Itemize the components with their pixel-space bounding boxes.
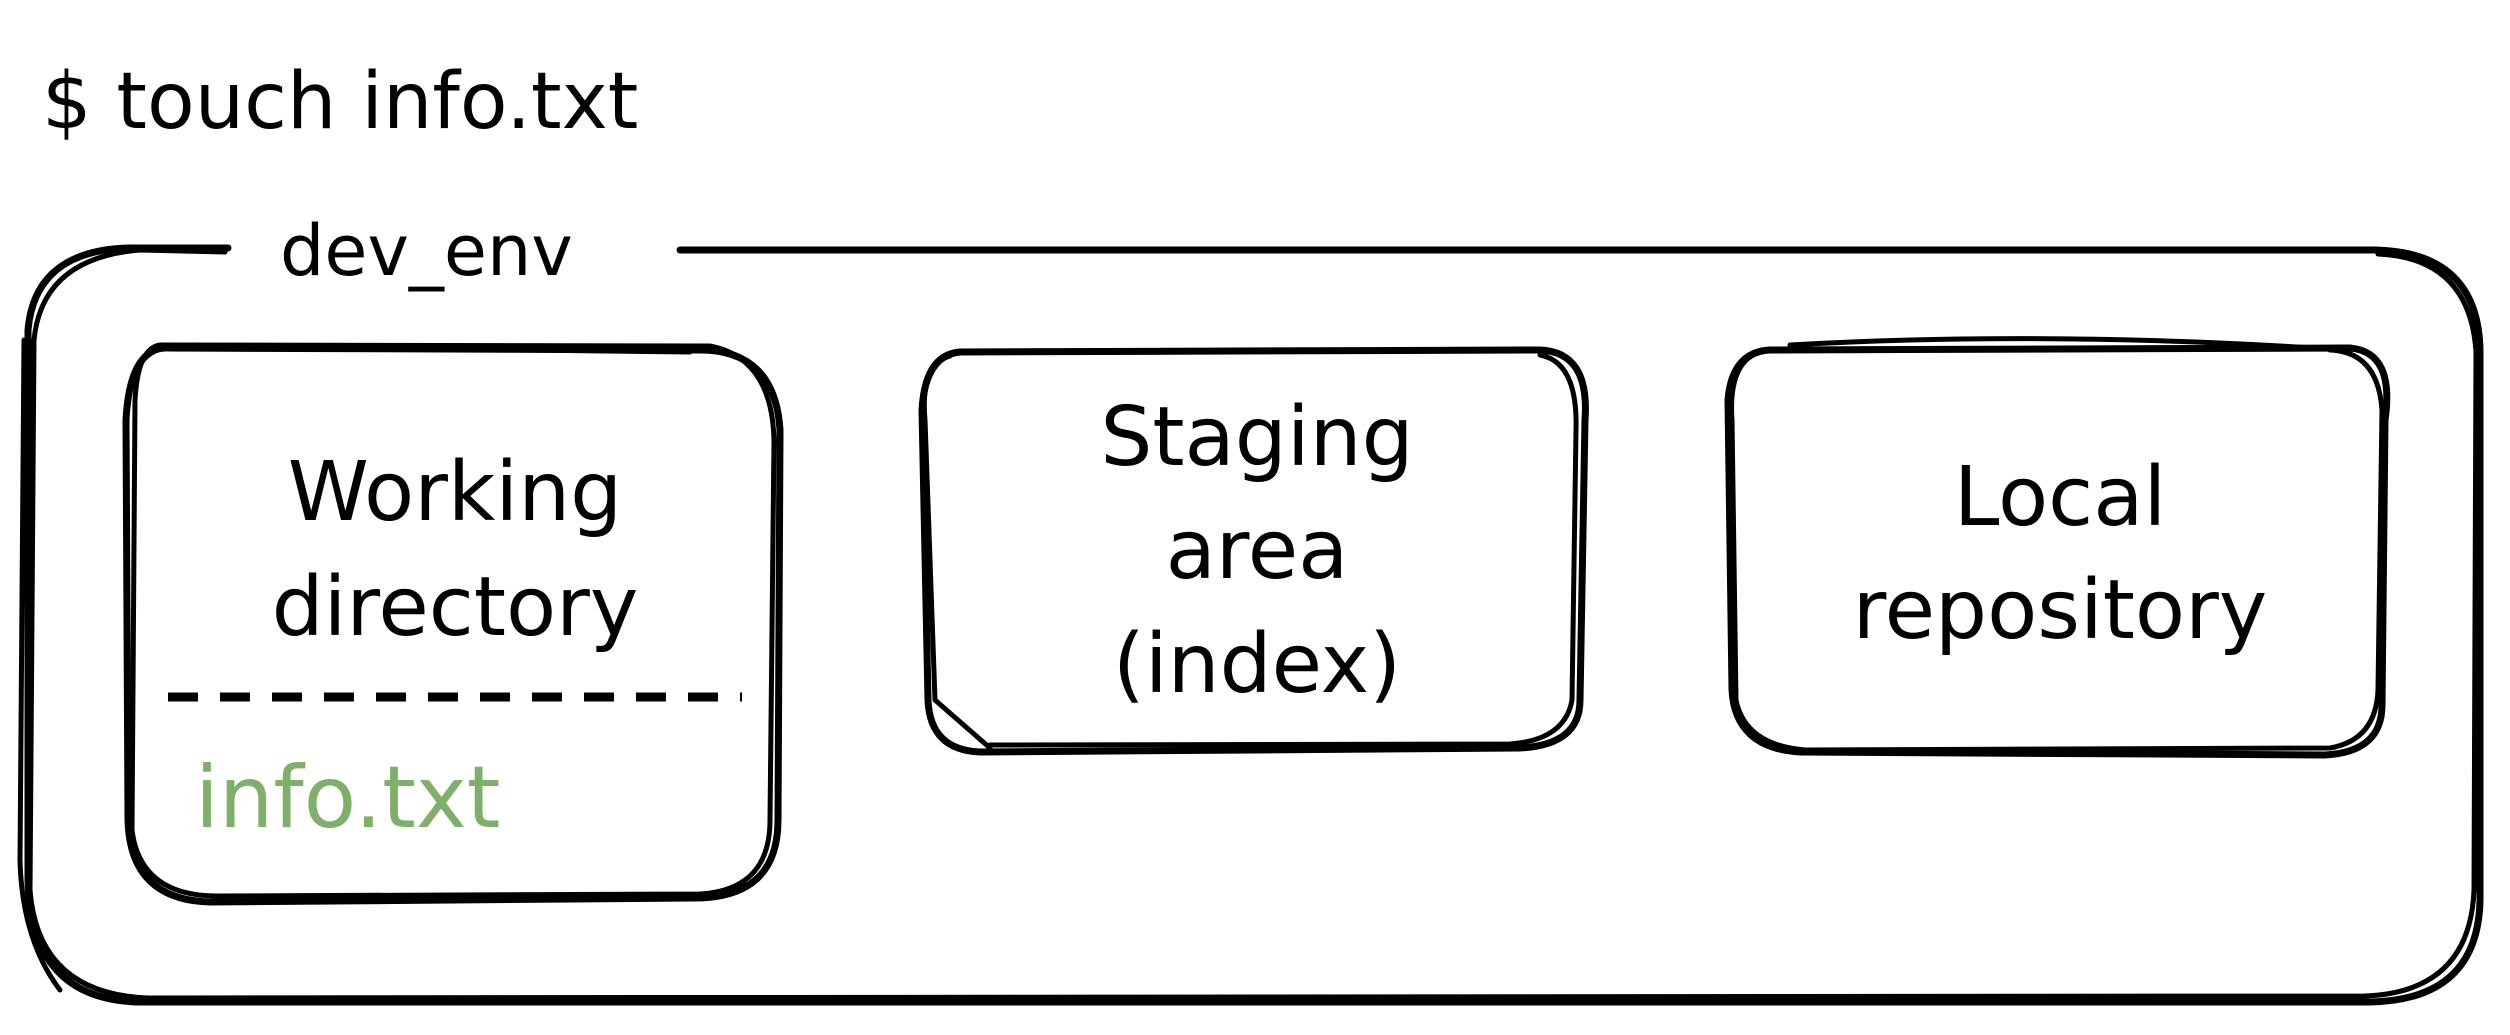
local-repository-title-line2: repository: [1853, 563, 2268, 658]
staging-area-title-line3: (index): [1113, 617, 1401, 712]
staging-area-title-line1: Staging: [1100, 390, 1413, 485]
staging-area-box: Staging area (index): [918, 346, 1589, 756]
working-directory-title-line1: Working: [288, 445, 622, 540]
working-directory-title-line2: directory: [272, 560, 639, 655]
working-directory-box: Working directory info.txt: [122, 342, 784, 906]
command-text: $ touch info.txt: [42, 57, 638, 147]
dev-env-label: dev_env: [280, 210, 573, 292]
local-repository-title-line1: Local: [1954, 450, 2167, 545]
local-repository-box: Local repository: [1724, 336, 2391, 759]
dev-env-container: dev_env: [17, 210, 2484, 1006]
staging-area-title-line2: area: [1166, 503, 1349, 598]
working-directory-file: info.txt: [195, 748, 500, 848]
